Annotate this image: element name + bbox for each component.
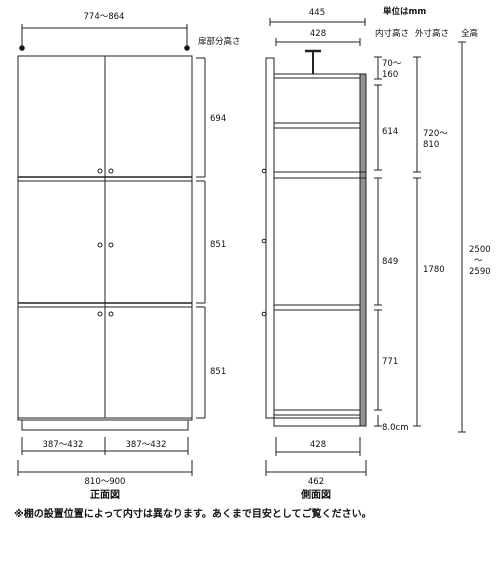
inner-height-header: 内寸高さ: [375, 28, 409, 39]
total-height-line2: 〜: [474, 256, 483, 266]
inner-lower-shelf: 771: [382, 357, 398, 367]
base-width-right: 387〜432: [126, 440, 167, 450]
door-height-header: 扉部分高さ: [198, 36, 241, 47]
inner-upper-shelf: 614: [382, 127, 398, 137]
side-labels: 445 428 単位はmm 内寸高さ 外寸高さ 全高 70〜 160 614 8…: [300, 6, 491, 501]
outer-height-header: 外寸高さ: [415, 28, 449, 39]
side-view-caption: 側面図: [300, 488, 331, 501]
front-view: [17, 24, 206, 476]
side-top-inner: 428: [310, 29, 326, 39]
outer-upper-line1: 720〜: [423, 129, 448, 139]
front-total-width: 810〜900: [85, 477, 126, 487]
outer-lower: 1780: [423, 265, 445, 275]
base-width-left: 387〜432: [43, 440, 84, 450]
door-knobs: [97, 168, 114, 317]
front-labels: 774〜864 扉部分高さ 694 851 851 387〜432 387〜43…: [43, 12, 241, 501]
total-height-header: 全高: [461, 28, 478, 39]
front-plinth: [21, 419, 189, 431]
inner-base: 8.0cm: [382, 423, 408, 433]
side-view: [261, 18, 466, 476]
inner-middle-shelf: 849: [382, 257, 398, 267]
side-top-outer: 445: [309, 8, 325, 18]
back-panel: [359, 73, 367, 427]
inner-top-line1: 70〜: [382, 59, 402, 69]
front-top-width: 774〜864: [84, 12, 125, 22]
total-height-line1: 2500: [469, 245, 491, 255]
side-bottom-outer: 462: [308, 477, 324, 487]
front-view-caption: 正面図: [90, 489, 120, 501]
unit-label: 単位はmm: [383, 6, 426, 17]
door-height-upper: 694: [210, 114, 226, 124]
outer-upper-line2: 810: [423, 140, 439, 150]
door-height-middle: 851: [210, 240, 226, 250]
door-height-lower: 851: [210, 367, 226, 377]
inner-top-line2: 160: [382, 70, 398, 80]
total-height-line3: 2590: [469, 267, 491, 277]
side-bottom-inner: 428: [310, 440, 326, 450]
footnote: ※棚の設置位置によって内寸は異なります。あくまで目安としてご覧ください。: [14, 507, 372, 520]
